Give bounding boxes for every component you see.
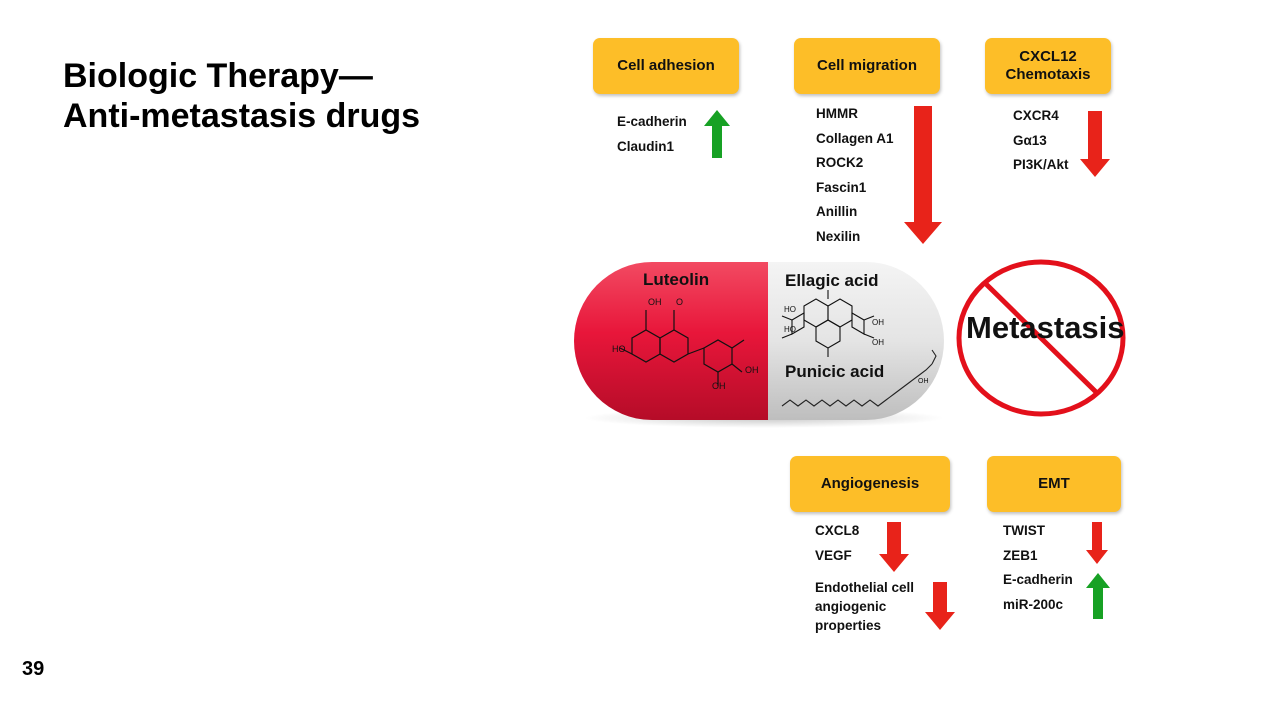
cell-migration-list: HMMR Collagen A1 ROCK2 Fascin1 Anillin N… bbox=[816, 102, 894, 249]
list-item: CXCL8 bbox=[815, 523, 860, 538]
cell-adhesion-title: Cell adhesion bbox=[617, 57, 715, 74]
list-item: ZEB1 bbox=[1003, 547, 1038, 563]
slide-title-line-1: Biologic Therapy— bbox=[63, 57, 373, 95]
atom-label: OH bbox=[745, 365, 759, 375]
cell-adhesion-list: E-cadherin Claudin1 bbox=[617, 110, 687, 159]
list-item: Claudin1 bbox=[617, 138, 675, 154]
atom-label: OH bbox=[648, 297, 662, 307]
list-item: Endothelial cell bbox=[815, 580, 915, 595]
atom-label: OH bbox=[872, 318, 884, 327]
angiogenesis-list: CXCL8 VEGF bbox=[815, 519, 859, 568]
list-item: TWIST bbox=[1003, 523, 1045, 538]
capsule-red-half bbox=[574, 262, 768, 420]
page-number: 39 bbox=[22, 658, 45, 680]
list-item: ROCK2 bbox=[816, 155, 864, 170]
down-arrow-icon bbox=[1086, 522, 1108, 564]
cell-migration-title: Cell migration bbox=[816, 57, 917, 74]
atom-label: HO bbox=[784, 325, 796, 334]
atom-label: OH bbox=[872, 338, 884, 347]
atom-label: O bbox=[676, 297, 684, 307]
metastasis-label: Metastasis bbox=[966, 310, 1125, 345]
list-item: miR-200c bbox=[1003, 596, 1064, 612]
cxcl12-title-line-1: CXCL12 bbox=[1019, 48, 1077, 65]
down-arrow-icon bbox=[925, 582, 955, 630]
slide-title-line-2: Anti-metastasis drugs bbox=[63, 97, 421, 135]
emt-list: TWIST ZEB1 E-cadherin miR-200c bbox=[1003, 519, 1073, 617]
emt-title: EMT bbox=[1038, 475, 1070, 492]
list-item: properties bbox=[815, 618, 882, 633]
list-item: Collagen A1 bbox=[816, 130, 894, 146]
angiogenesis-list-secondary: Endothelial cell angiogenic properties bbox=[815, 578, 914, 635]
list-item: Anillin bbox=[816, 204, 858, 219]
list-item: E-cadherin bbox=[617, 114, 687, 129]
cxcl12-chemotaxis-box: CXCL12 Chemotaxis bbox=[985, 38, 1111, 94]
up-arrow-icon bbox=[704, 110, 730, 158]
list-item: E-cadherin bbox=[1003, 572, 1073, 587]
cxcl12-title-line-2: Chemotaxis bbox=[1005, 66, 1091, 83]
angiogenesis-title: Angiogenesis bbox=[820, 475, 920, 492]
ellagic-acid-label: Ellagic acid bbox=[785, 271, 879, 290]
drug-capsule bbox=[574, 262, 944, 428]
cell-adhesion-box: Cell adhesion bbox=[593, 38, 739, 94]
emt-box: EMT bbox=[987, 456, 1121, 512]
cxcl12-list: CXCR4 Gα13 PI3K/Akt bbox=[1013, 104, 1069, 178]
down-arrow-icon bbox=[904, 106, 942, 244]
atom-label: OH bbox=[918, 378, 929, 385]
down-arrow-icon bbox=[1080, 111, 1110, 177]
list-item: Fascin1 bbox=[816, 179, 867, 195]
list-item: CXCR4 bbox=[1013, 108, 1059, 123]
down-arrow-icon bbox=[879, 522, 909, 572]
luteolin-label: Luteolin bbox=[643, 270, 710, 289]
angiogenesis-box: Angiogenesis bbox=[790, 456, 950, 512]
punicic-acid-label: Punicic acid bbox=[785, 362, 885, 381]
atom-label: HO bbox=[784, 305, 796, 314]
atom-label: OH bbox=[712, 381, 726, 391]
list-item: HMMR bbox=[816, 106, 858, 121]
list-item: Gα13 bbox=[1013, 132, 1047, 148]
atom-label: HO bbox=[612, 344, 626, 354]
list-item: Nexilin bbox=[816, 228, 861, 244]
slide-title: Biologic Therapy— Anti-metastasis drugs bbox=[63, 56, 543, 136]
up-arrow-icon bbox=[1086, 573, 1110, 619]
cell-migration-box: Cell migration bbox=[794, 38, 940, 94]
list-item: PI3K/Akt bbox=[1013, 157, 1069, 172]
no-metastasis-sign-icon bbox=[956, 259, 1126, 417]
list-item: VEGF bbox=[815, 547, 852, 563]
list-item: angiogenic bbox=[815, 599, 887, 614]
